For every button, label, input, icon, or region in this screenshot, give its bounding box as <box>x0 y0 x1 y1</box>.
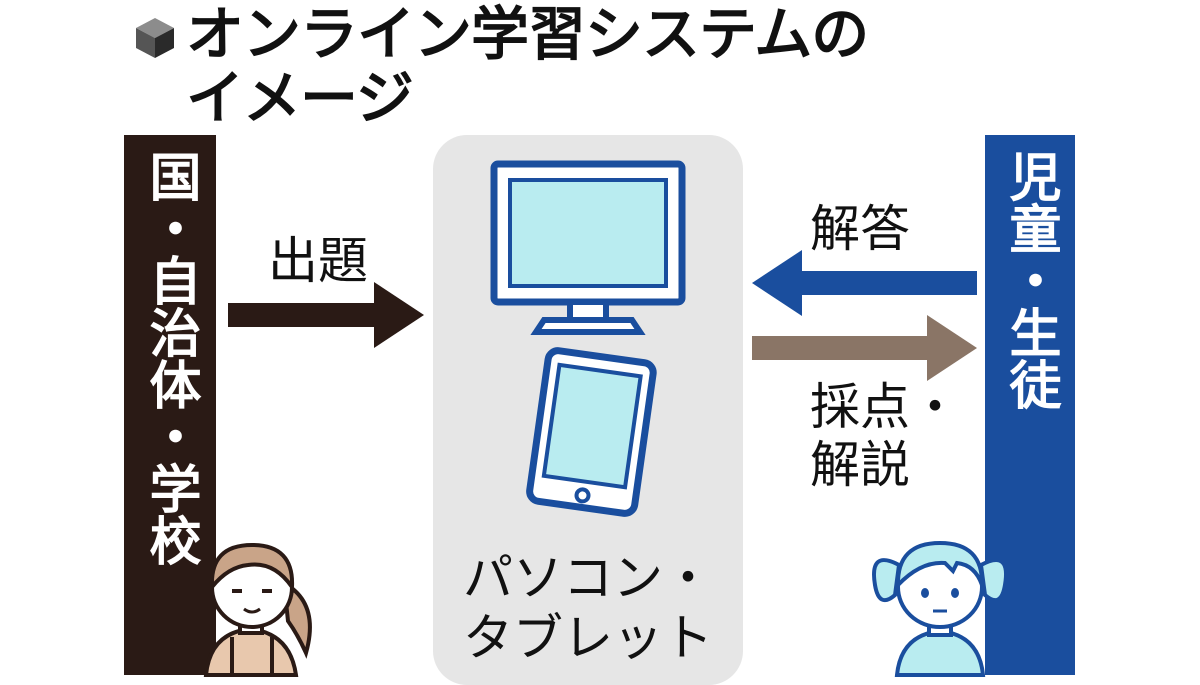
answer-arrow <box>752 250 977 316</box>
title-line-2: イメージ <box>186 64 414 132</box>
grading-label-line-2: 解説 <box>810 436 910 494</box>
teacher-figure <box>203 542 312 677</box>
title-line-1: オンライン学習システムの <box>186 0 869 68</box>
provider-column <box>124 135 216 675</box>
device-label: パソコン・ タブレット <box>433 548 743 668</box>
provider-label: 国・自治体・学校 <box>140 150 200 566</box>
device-label-line-1: パソコン・ <box>463 549 713 607</box>
question-arrow <box>228 282 424 348</box>
monitor-icon <box>490 160 686 335</box>
grading-arrow <box>752 315 977 381</box>
student-label: 児童・生徒 <box>1000 150 1060 410</box>
diagram-title: オンライン学習システムの イメージ <box>186 0 869 132</box>
question-label: 出題 <box>268 232 368 290</box>
grading-label: 採点・ 解説 <box>810 378 960 494</box>
device-label-line-2: タブレット <box>463 609 713 667</box>
answer-label: 解答 <box>810 200 910 258</box>
cube-icon <box>136 18 174 58</box>
grading-label-line-1: 採点・ <box>810 378 960 436</box>
student-figure <box>872 540 1008 677</box>
tablet-icon <box>526 347 657 517</box>
